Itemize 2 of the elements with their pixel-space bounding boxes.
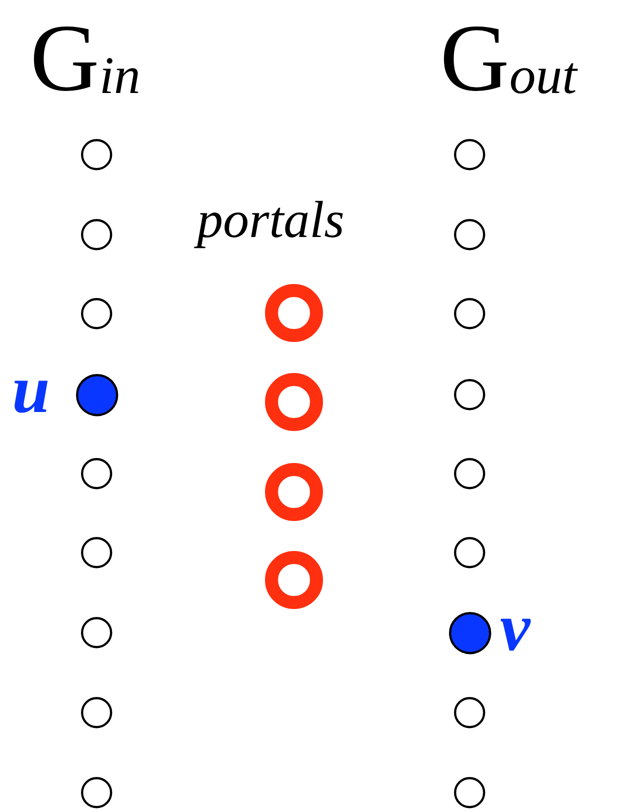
vertex-label: u bbox=[12, 355, 50, 423]
vertex-label: v bbox=[500, 593, 530, 661]
